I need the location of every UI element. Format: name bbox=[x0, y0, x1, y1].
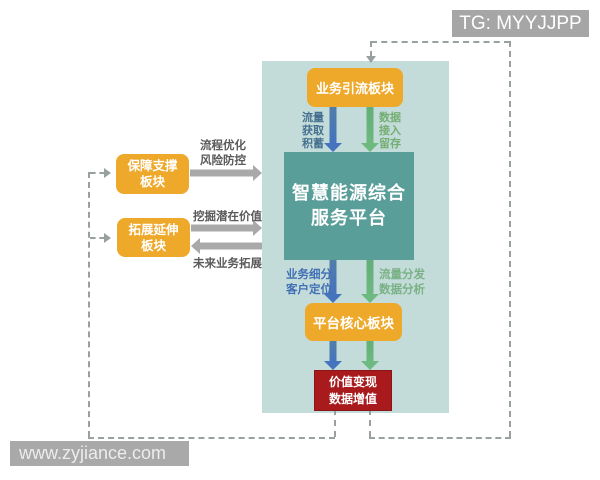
label-process-line2: 风险防控 bbox=[200, 155, 246, 167]
box-business-intake-label: 业务引流板块 bbox=[315, 81, 394, 96]
label-future-expansion: 未来业务拓展 bbox=[193, 258, 262, 270]
dashed-line-left bbox=[88, 172, 90, 437]
label-dispatch-line2: 数据分析 bbox=[379, 284, 425, 296]
arrow-value-blue-icon bbox=[324, 341, 342, 370]
box-value-realization: 价值变现 数据增值 bbox=[314, 370, 392, 411]
label-segment-line2: 客户定位 bbox=[286, 284, 332, 296]
arrow-dispatch-down-icon bbox=[361, 260, 379, 303]
dashed-line-right bbox=[509, 41, 511, 437]
box-core-board: 平台核心板块 bbox=[305, 303, 402, 341]
box-value-line2: 数据增值 bbox=[328, 391, 377, 406]
arrow-extend-to-panel-icon bbox=[191, 220, 262, 236]
box-business-intake: 业务引流板块 bbox=[307, 68, 403, 107]
box-extend: 拓展延伸 板块 bbox=[117, 218, 190, 257]
arrow-value-green-icon bbox=[361, 341, 379, 370]
watermark-website-text: www.zyjiance.com bbox=[19, 443, 167, 463]
arrow-panel-to-extend-icon bbox=[191, 238, 262, 254]
box-platform-core: 智慧能源综合 服务平台 bbox=[284, 152, 414, 260]
arrow-segment-down-icon bbox=[324, 260, 342, 303]
label-data-line3: 留存 bbox=[379, 138, 401, 150]
label-segment-flow: 业务细分 客户定位 bbox=[286, 268, 332, 298]
dashed-arrowhead-into-panel-icon bbox=[366, 56, 376, 63]
label-traffic-line1: 流量 bbox=[302, 112, 324, 124]
arrow-data-down-icon bbox=[361, 107, 379, 152]
label-dispatch-flow: 流量分发 数据分析 bbox=[379, 268, 425, 298]
arrow-traffic-down-icon bbox=[324, 107, 342, 152]
dashed-stub-valuebox-left bbox=[334, 409, 336, 437]
box-support-line2: 板块 bbox=[139, 175, 165, 189]
box-support: 保障支撑 板块 bbox=[116, 154, 189, 194]
label-data-line1: 数据 bbox=[379, 112, 401, 124]
box-value-line1: 价值变现 bbox=[328, 374, 377, 389]
label-segment-line1: 业务细分 bbox=[286, 269, 332, 281]
dashed-line-bottom-right bbox=[369, 437, 511, 439]
label-process-optimization: 流程优化 风险防控 bbox=[200, 139, 246, 169]
box-support-line1: 保障支撑 bbox=[127, 159, 178, 173]
dashed-stub-valuebox-right bbox=[369, 409, 371, 437]
arrow-support-to-panel-icon bbox=[190, 165, 262, 181]
dashed-entry-stub bbox=[370, 41, 372, 57]
box-core-board-label: 平台核心板块 bbox=[313, 316, 394, 331]
label-traffic-flow: 流量 获取 积蓄 bbox=[300, 112, 326, 151]
box-extend-line1: 拓展延伸 bbox=[128, 222, 179, 237]
label-data-line2: 接入 bbox=[379, 125, 401, 137]
box-platform-line2: 服务平台 bbox=[311, 208, 387, 228]
dashed-arrowhead-extend-icon bbox=[104, 233, 111, 243]
watermark-telegram: TG: MYYJJPP bbox=[452, 10, 589, 37]
label-data-flow: 数据 接入 留存 bbox=[377, 112, 403, 151]
label-mining-value: 挖掘潜在价值 bbox=[193, 211, 262, 223]
box-extend-line2: 板块 bbox=[140, 238, 166, 253]
watermark-telegram-text: TG: MYYJJPP bbox=[459, 12, 582, 34]
dashed-arrowhead-support-icon bbox=[104, 168, 111, 178]
label-traffic-line3: 积蓄 bbox=[302, 138, 324, 150]
watermark-website: www.zyjiance.com bbox=[10, 441, 189, 466]
label-dispatch-line1: 流量分发 bbox=[379, 269, 425, 281]
dashed-branch-extend bbox=[90, 237, 105, 239]
label-traffic-line2: 获取 bbox=[302, 125, 324, 137]
box-platform-line1: 智慧能源综合 bbox=[292, 183, 406, 203]
dashed-line-bottom-left bbox=[88, 437, 335, 439]
dashed-branch-support bbox=[90, 172, 105, 174]
dashed-line-top bbox=[371, 41, 510, 43]
label-process-line1: 流程优化 bbox=[200, 140, 246, 152]
